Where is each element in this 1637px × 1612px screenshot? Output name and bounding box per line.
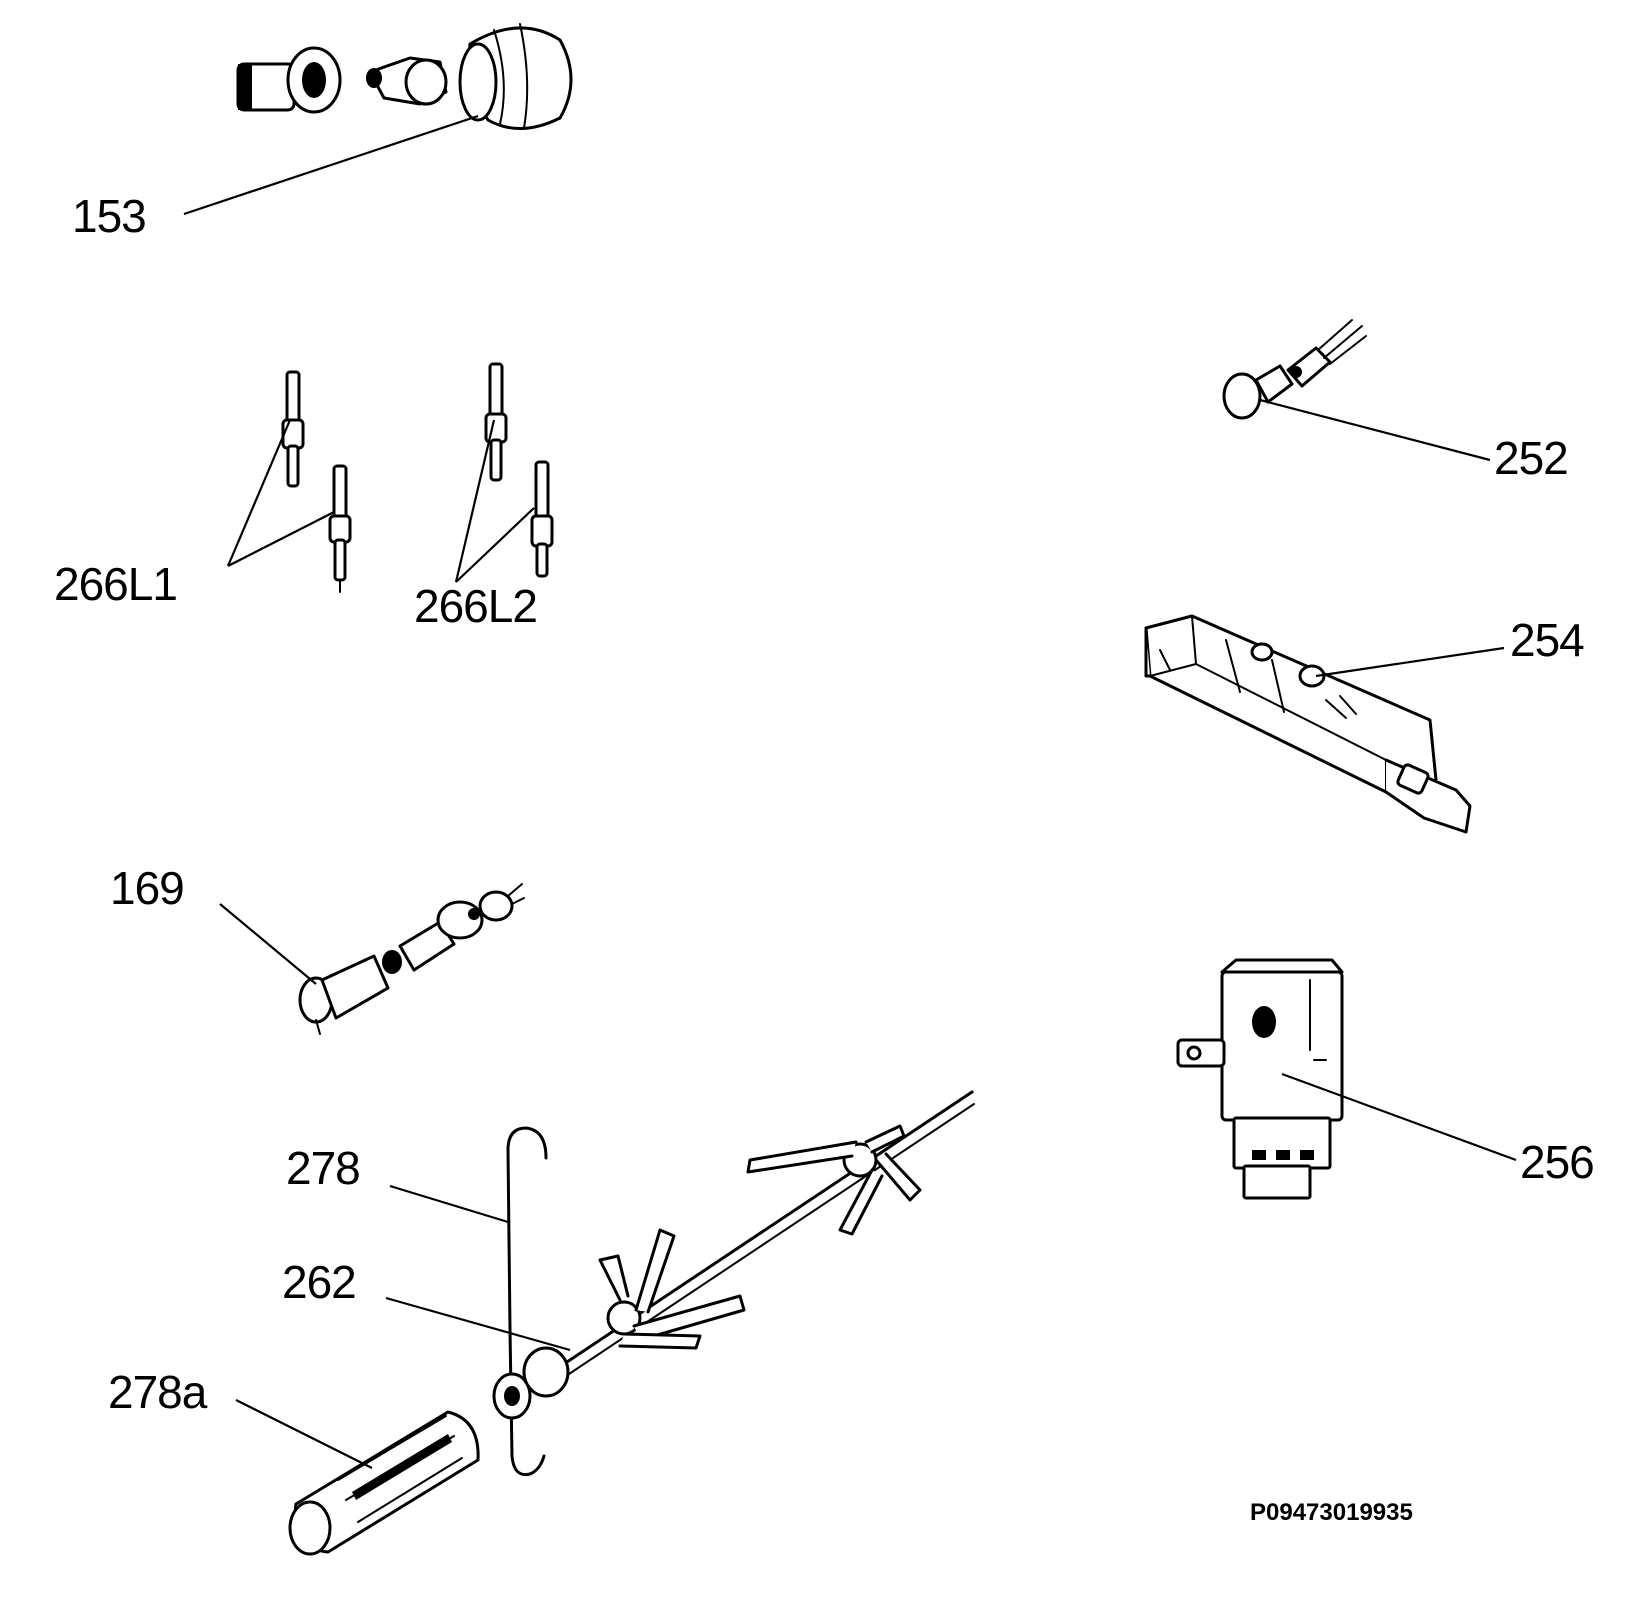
label-254: 254 [1510,614,1584,666]
label-266L2: 266L2 [414,580,537,632]
label-153: 153 [72,190,146,242]
part-278a-spit-handle [288,1410,480,1556]
label-262: 262 [282,1256,356,1308]
part-266L1-ignition-electrodes [281,370,352,593]
part-256-switch-block [1176,958,1344,1200]
leader-line-278a [235,1399,373,1469]
leader-line-266L2-a [454,419,496,583]
leader-line-153 [183,114,479,216]
part-252-lamp-connector [1222,319,1367,420]
part-254-gas-valve-manifold [1144,614,1472,834]
drawing-code: P09473019935 [1250,1499,1413,1526]
leader-line-262 [385,1296,571,1352]
part-278-spit-support-hook [506,1126,548,1477]
leader-line-256 [1281,1072,1517,1162]
part-169-ignition-switch [298,883,525,1035]
leader-line-266L1-b [227,511,335,567]
leader-line-266L2-b [455,507,535,583]
label-169: 169 [110,862,184,914]
leader-line-252 [1259,398,1491,462]
part-262-rotisserie-spit [492,1090,975,1420]
label-256: 256 [1520,1136,1594,1188]
label-252: 252 [1494,432,1568,484]
leader-line-169 [219,903,317,985]
leader-line-254 [1315,646,1505,678]
label-266L1: 266L1 [54,558,177,610]
label-278a: 278a [108,1366,208,1418]
leader-line-278 [389,1184,509,1224]
part-153-knob-assembly [236,23,573,130]
label-278: 278 [286,1142,360,1194]
leader-line-266L1-a [226,419,292,567]
